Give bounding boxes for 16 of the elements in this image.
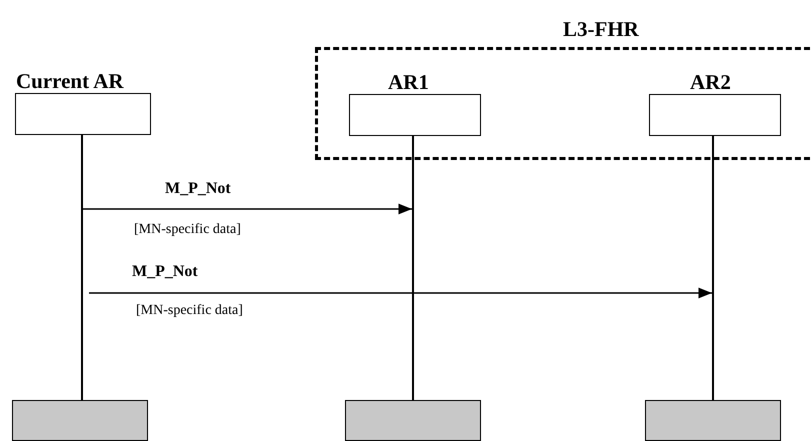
lifeline [712,135,714,400]
activation-bar [12,400,148,441]
activation-bar [345,400,481,441]
message-parameter: [MN-specific data] [136,303,243,319]
participant-name: AR2 [690,70,731,94]
participant-name: Current AR [16,68,124,94]
message-parameter: [MN-specific data] [134,222,241,238]
message-arrow [83,204,412,214]
message-label: M_P_Not [132,263,198,281]
message-label: M_P_Not [165,180,231,198]
message-arrow [89,288,712,298]
participant-name: AR1 [388,70,429,94]
group-title: L3-FHR [563,17,639,42]
lifeline [412,135,414,400]
activation-bar [645,400,781,441]
lifeline [81,135,83,400]
